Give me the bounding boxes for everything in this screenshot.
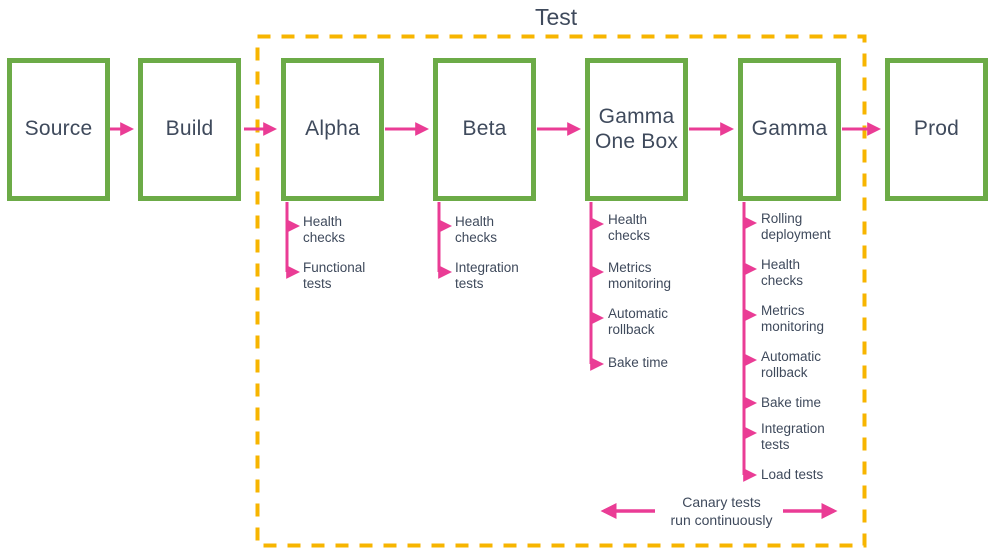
stage-label-alpha: Alpha <box>305 117 360 141</box>
beta-check-connectors <box>437 202 453 279</box>
check-item-gamma-load-tests: Load tests <box>761 467 824 482</box>
check-item-gammaonebox-bake-time: Bake time <box>608 355 669 370</box>
check-item-gamma-rolling-deployment: Rolling deployment <box>761 211 831 243</box>
check-item-gammaonebox-health-checks: Health checks <box>608 212 651 244</box>
test-group-title: Test <box>535 4 578 30</box>
check-item-gammaonebox-metrics-monitoring: Metrics monitoring <box>608 260 672 292</box>
stage-box-prod[interactable]: Prod <box>885 58 988 201</box>
test-group-boundary <box>255 34 867 548</box>
check-item-beta-health-checks: Health checks <box>455 214 498 246</box>
stage-box-alpha[interactable]: Alpha <box>281 58 384 201</box>
stage-label-prod: Prod <box>913 117 960 141</box>
stage-box-beta[interactable]: Beta <box>433 58 536 201</box>
canary-tests-annotation: Canary tests run continuously <box>670 494 773 529</box>
check-item-gamma-metrics-monitoring: Metrics monitoring <box>761 303 825 335</box>
check-item-gamma-health-checks: Health checks <box>761 257 804 289</box>
alpha-check-connectors <box>285 202 301 279</box>
check-item-gamma-automatic-rollback: Automatic rollback <box>761 349 822 381</box>
gamma-one-box-check-connectors <box>589 202 605 371</box>
stage-label-source: Source <box>24 117 93 141</box>
stage-label-beta: Beta <box>462 117 507 141</box>
gamma-check-connectors <box>742 202 758 482</box>
stage-box-gamma[interactable]: Gamma <box>738 58 841 201</box>
check-item-gammaonebox-automatic-rollback: Automatic rollback <box>608 306 669 338</box>
check-item-alpha-functional-tests: Functional tests <box>303 260 366 292</box>
check-item-gamma-integration-tests: Integration tests <box>761 421 825 453</box>
check-item-alpha-health-checks: Health checks <box>303 214 346 246</box>
stage-label-gamma-one-box: Gamma One Box <box>594 104 679 153</box>
stage-label-gamma: Gamma <box>751 117 828 141</box>
check-item-beta-integration-tests: Integration tests <box>455 260 519 292</box>
stage-box-source[interactable]: Source <box>7 58 110 201</box>
stage-box-build[interactable]: Build <box>138 58 241 201</box>
stage-box-gamma-one-box[interactable]: Gamma One Box <box>585 58 688 201</box>
stage-label-build: Build <box>165 117 214 141</box>
check-item-gamma-bake-time: Bake time <box>761 395 822 410</box>
